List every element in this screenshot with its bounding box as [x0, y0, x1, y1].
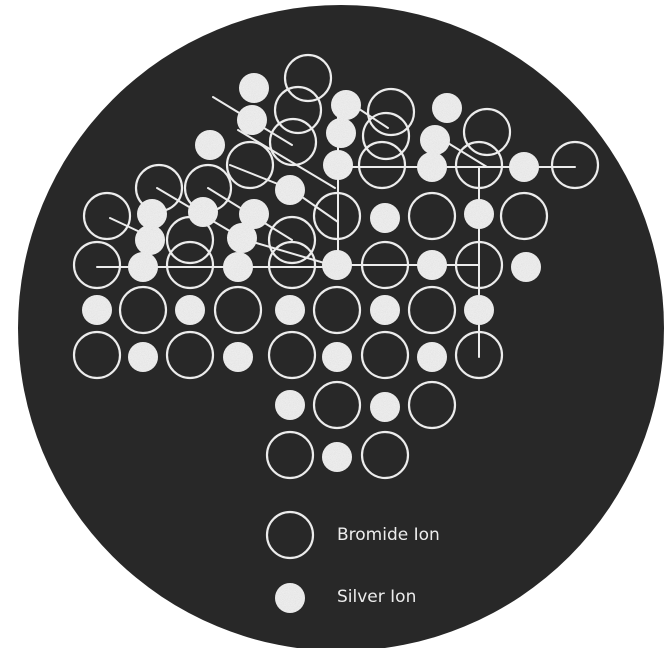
silver-ion [82, 295, 112, 325]
silver-ion [432, 93, 462, 123]
silver-ion [223, 252, 253, 282]
silver-ion [275, 295, 305, 325]
silver-ion [322, 342, 352, 372]
silver-ion [195, 130, 225, 160]
silver-ion [417, 342, 447, 372]
silver-ion [275, 390, 305, 420]
silver-ion [237, 105, 267, 135]
silver-ion [137, 199, 167, 229]
silver-ion [135, 225, 165, 255]
silver-ion [331, 90, 361, 120]
silver-ion [420, 125, 450, 155]
silver-ion [323, 150, 353, 180]
silver-ion [326, 118, 356, 148]
silver-ion [128, 252, 158, 282]
silver-ion [370, 392, 400, 422]
silver-ion [370, 295, 400, 325]
silver-ion [417, 250, 447, 280]
silver-ion [175, 295, 205, 325]
legend-silver-swatch [275, 583, 305, 613]
silver-ion [464, 295, 494, 325]
silver-ion [223, 342, 253, 372]
silver-ion [511, 252, 541, 282]
silver-ion [322, 250, 352, 280]
silver-ion [275, 175, 305, 205]
silver-ion [239, 73, 269, 103]
silver-ion [417, 152, 447, 182]
legend-silver-label: Silver Ion [337, 587, 416, 607]
silver-ion [128, 342, 158, 372]
silver-ion [370, 203, 400, 233]
silver-ion [509, 152, 539, 182]
silver-ion [227, 223, 257, 253]
silver-ion [464, 199, 494, 229]
silver-ion [188, 197, 218, 227]
legend-bromide-label: Bromide Ion [337, 525, 440, 545]
silver-ion [322, 442, 352, 472]
